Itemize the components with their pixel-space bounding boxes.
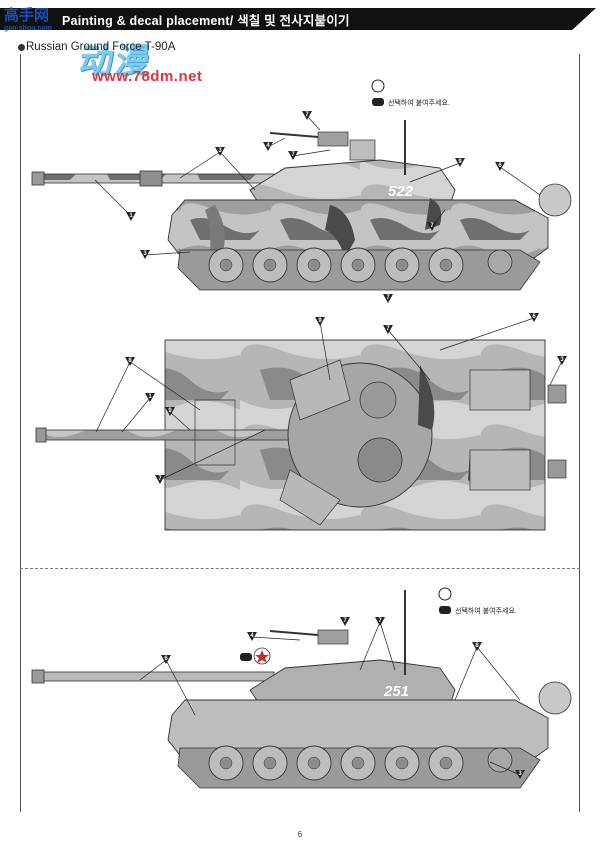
- subtitle: Russian Ground Force T-90A: [26, 41, 176, 53]
- svg-text:6: 6: [532, 314, 536, 320]
- callout-marker: 9: [455, 158, 465, 167]
- header-bar: Painting & decal placement/ 색칠 및 전사지붙이기: [0, 0, 600, 30]
- callout-marker: 4: [247, 632, 257, 641]
- svg-text:4: 4: [266, 143, 270, 149]
- callout-marker: 8: [472, 642, 482, 651]
- svg-text:7: 7: [158, 476, 162, 482]
- callout-marker: 9: [315, 317, 325, 326]
- option-icon: [240, 653, 252, 661]
- svg-text:3: 3: [143, 251, 147, 257]
- callout-marker: 3: [557, 356, 567, 365]
- svg-text:4: 4: [250, 633, 254, 639]
- svg-text:7: 7: [386, 295, 390, 301]
- svg-text:3: 3: [518, 771, 522, 777]
- watermark-sub-text: gao-shou.com: [4, 25, 52, 32]
- decal-icon: [438, 587, 452, 601]
- svg-text:9: 9: [458, 159, 462, 165]
- page-number: 6: [297, 830, 303, 839]
- page-title: Painting & decal placement/ 색칠 및 전사지붙이기: [62, 14, 350, 28]
- instruction-note-top: 선택하여 붙여주세요.: [388, 100, 450, 107]
- tank-number-522: 522: [388, 183, 414, 200]
- svg-text:1: 1: [129, 213, 133, 219]
- callout-marker: 1: [145, 393, 155, 402]
- section-divider: [20, 568, 580, 569]
- callout-marker: 7: [302, 111, 312, 120]
- callout-marker: 3: [140, 250, 150, 259]
- turret: [249, 159, 456, 206]
- gun-barrel-top: [39, 429, 301, 441]
- svg-text:3: 3: [218, 148, 222, 154]
- callout-marker: 3: [215, 147, 225, 156]
- turret-bottom: [249, 659, 456, 706]
- option-icon: [372, 98, 384, 106]
- callout-marker: 4: [263, 142, 273, 151]
- callout-marker: 6: [161, 655, 171, 664]
- tank-number-251: 251: [383, 683, 409, 700]
- svg-text:8: 8: [475, 643, 479, 649]
- watermark-logo: 高手网 gao-shou.com: [0, 0, 60, 36]
- callout-marker: 6: [529, 313, 539, 322]
- callout-marker: 9: [165, 407, 175, 416]
- callout-marker: 7: [340, 617, 350, 626]
- svg-text:9: 9: [168, 408, 172, 414]
- bottom-side-view: 251: [31, 590, 572, 789]
- instruction-note-bottom: 선택하여 붙여주세요.: [455, 608, 517, 615]
- callout-marker: 7: [383, 294, 393, 303]
- gun-barrel-bottom: [33, 671, 275, 682]
- header-black-band: [0, 8, 596, 30]
- page-frame: [20, 54, 580, 812]
- svg-text:7: 7: [386, 326, 390, 332]
- top-side-view: 522: [31, 120, 572, 291]
- svg-text:7: 7: [291, 152, 295, 158]
- option-icon: [439, 606, 451, 614]
- svg-text:9: 9: [318, 318, 322, 324]
- callout-marker: 7: [383, 325, 393, 334]
- top-plan-view: [35, 339, 567, 531]
- callout-marker: 7: [288, 151, 298, 160]
- callout-marker: 7: [155, 475, 165, 484]
- svg-text:3: 3: [560, 357, 564, 363]
- callout-marker: 7: [375, 617, 385, 626]
- bullet-icon: [18, 44, 25, 51]
- svg-text:6: 6: [164, 656, 168, 662]
- svg-text:7: 7: [430, 223, 434, 229]
- svg-text:8: 8: [128, 358, 132, 364]
- svg-text:7: 7: [378, 618, 382, 624]
- svg-text:1: 1: [148, 394, 152, 400]
- watermark-chinese-text: 高手网: [4, 6, 50, 24]
- svg-text:6: 6: [498, 163, 502, 169]
- svg-text:7: 7: [305, 112, 309, 118]
- callout-marker: 6: [495, 162, 505, 171]
- callout-marker: 7: [427, 222, 437, 231]
- decal-icon: [371, 79, 385, 93]
- callout-marker: 8: [125, 357, 135, 366]
- svg-text:7: 7: [343, 618, 347, 624]
- callout-marker: 1: [126, 212, 136, 221]
- watermark-url: www.78dm.net: [92, 68, 203, 85]
- callout-marker: 3: [515, 770, 525, 779]
